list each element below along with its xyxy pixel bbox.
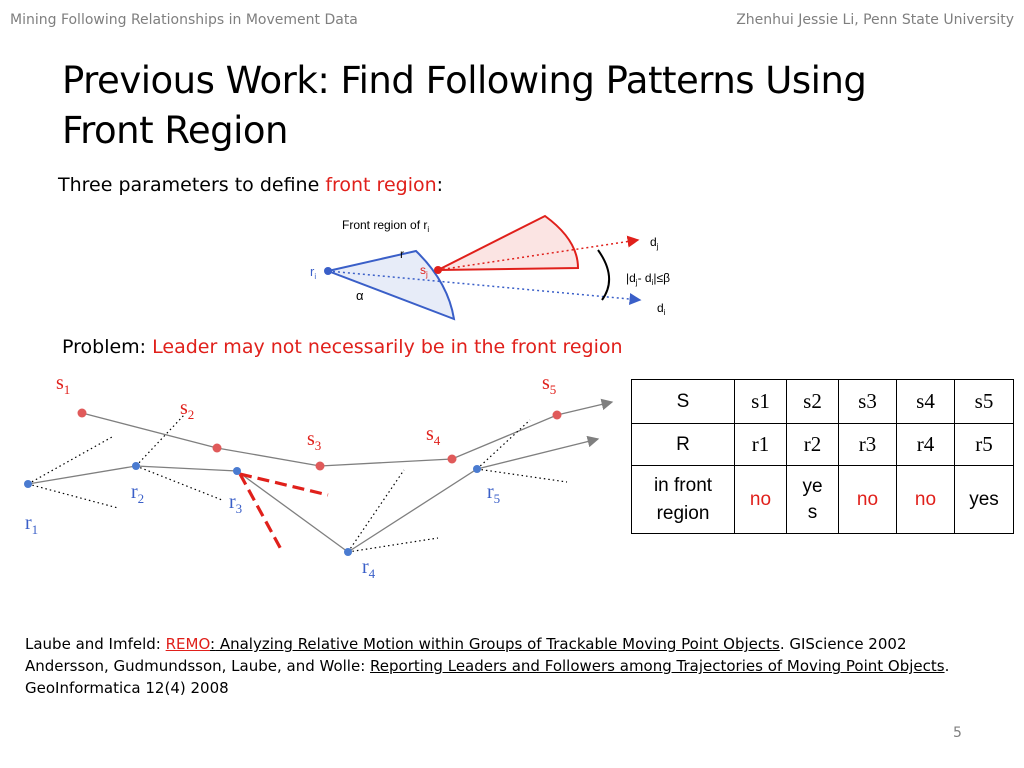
problem-line: Problem: Leader may not necessarily be i…: [62, 336, 623, 358]
r-points: [24, 462, 481, 556]
beta-condition: |dj- di|≤β: [626, 271, 670, 287]
di-label: di: [657, 301, 666, 317]
table-cell: no: [896, 465, 955, 534]
intro-suffix: :: [436, 174, 444, 196]
r3-label: r3: [229, 491, 242, 516]
s3-label: s3: [307, 428, 321, 453]
table-cell: r5: [954, 423, 1014, 466]
slide-title: Previous Work: Find Following Patterns U…: [62, 59, 867, 152]
header-left: Mining Following Relationships in Moveme…: [10, 12, 358, 28]
r4-point: [344, 548, 352, 556]
s3-point: [315, 461, 325, 471]
front-region-figure: Front region of ri r ri sj α dj di |dj- …: [310, 214, 670, 321]
table-cell: r2: [786, 423, 839, 466]
ref1-remo-link[interactable]: REMO: [165, 635, 211, 653]
r-label: r: [400, 247, 404, 261]
table-row-r: R r1 r2 r3 r4 r5: [631, 423, 1014, 466]
r1-label: r1: [25, 512, 38, 537]
front-label-line1: in front: [653, 474, 713, 496]
s5-point: [552, 410, 562, 420]
intro-prefix: Three parameters to define: [58, 174, 326, 196]
ref2-venue: . GeoInformatica 12(4) 2008: [25, 657, 950, 697]
table-cell: r1: [734, 423, 787, 466]
problem-prefix: Problem:: [62, 336, 153, 358]
intro-highlight: front region: [325, 174, 437, 196]
table-cell: r3: [838, 423, 897, 466]
r-trajectory: [27, 435, 600, 553]
s5-label: s5: [542, 372, 556, 397]
r3-point: [233, 467, 241, 475]
table-cell: ye s: [786, 465, 839, 534]
r5-point: [473, 465, 481, 473]
alpha-label: α: [356, 288, 364, 303]
page-number: 5: [953, 725, 962, 741]
ref2-title-link[interactable]: Reporting Leaders and Followers among Tr…: [370, 657, 945, 675]
table-header-r: R: [631, 423, 735, 466]
trajectory-figure: s1 s2 s3 s4 s5 r1 r2 r3 r4 r5: [24, 372, 614, 581]
table-cell: no: [838, 465, 897, 534]
ref1-venue: . GIScience 2002: [779, 635, 907, 653]
table-cell: s4: [896, 379, 955, 424]
table-cell: s1: [734, 379, 787, 424]
references: Laube and Imfeld: REMO: Analyzing Relati…: [25, 633, 1015, 699]
blue-front-region: [324, 249, 456, 321]
r2-point: [132, 462, 140, 470]
front-label-line2: region: [656, 502, 710, 524]
s1-label: s1: [56, 372, 70, 397]
dj-label: dj: [650, 235, 659, 251]
sj-point: [434, 266, 442, 274]
table-cell: s5: [954, 379, 1014, 424]
reference-2: Andersson, Gudmundsson, Laube, and Wolle…: [25, 655, 1015, 699]
r4-label: r4: [362, 556, 376, 581]
front-region-boundaries: [27, 413, 568, 553]
cell-line2: s: [807, 501, 818, 523]
s-points: [77, 408, 562, 471]
sj-label: sj: [420, 263, 428, 279]
front-caption: Front region of ri: [342, 218, 429, 234]
header-right: Zhenhui Jessie Li, Penn State University: [736, 12, 1014, 28]
ref1-title-link[interactable]: Analyzing Relative Motion within Groups …: [215, 635, 780, 653]
table-cell: yes: [954, 465, 1014, 534]
table-cell: s3: [838, 379, 897, 424]
beta-arc: [597, 249, 610, 301]
table-cell: r4: [896, 423, 955, 466]
red-front-region: [437, 214, 580, 271]
ref1-authors: Laube and Imfeld:: [25, 635, 166, 653]
s2-label: s2: [180, 397, 194, 422]
intro-line: Three parameters to define front region:: [58, 174, 443, 196]
r2-label: r2: [131, 481, 144, 506]
ref1-colon: :: [210, 635, 216, 653]
table-row-s: S s1 s2 s3 s4 s5: [631, 379, 1014, 424]
table-header-s: S: [631, 379, 735, 424]
cell-line1: ye: [802, 475, 823, 497]
di-direction: [327, 270, 642, 306]
ref2-authors: Andersson, Gudmundsson, Laube, and Wolle…: [25, 657, 371, 675]
s1-point: [77, 408, 87, 418]
s4-label: s4: [426, 423, 441, 448]
reference-1: Laube and Imfeld: REMO: Analyzing Relati…: [25, 633, 1015, 655]
r3-front-region: [238, 472, 329, 554]
table-cell: no: [734, 465, 787, 534]
s2-point: [212, 443, 222, 453]
s4-point: [447, 454, 457, 464]
s-trajectory: [81, 398, 614, 467]
ri-point: [324, 267, 332, 275]
front-region-table: S s1 s2 s3 s4 s5 R r1 r2 r3 r4 r5 in fro…: [631, 379, 1014, 534]
dj-direction: [437, 235, 640, 271]
table-header-front: in front region: [631, 465, 735, 534]
ri-label: ri: [310, 264, 316, 281]
r1-point: [24, 480, 32, 488]
table-cell: s2: [786, 379, 839, 424]
problem-highlight: Leader may not necessarily be in the fro…: [152, 336, 623, 358]
r5-label: r5: [487, 481, 500, 506]
